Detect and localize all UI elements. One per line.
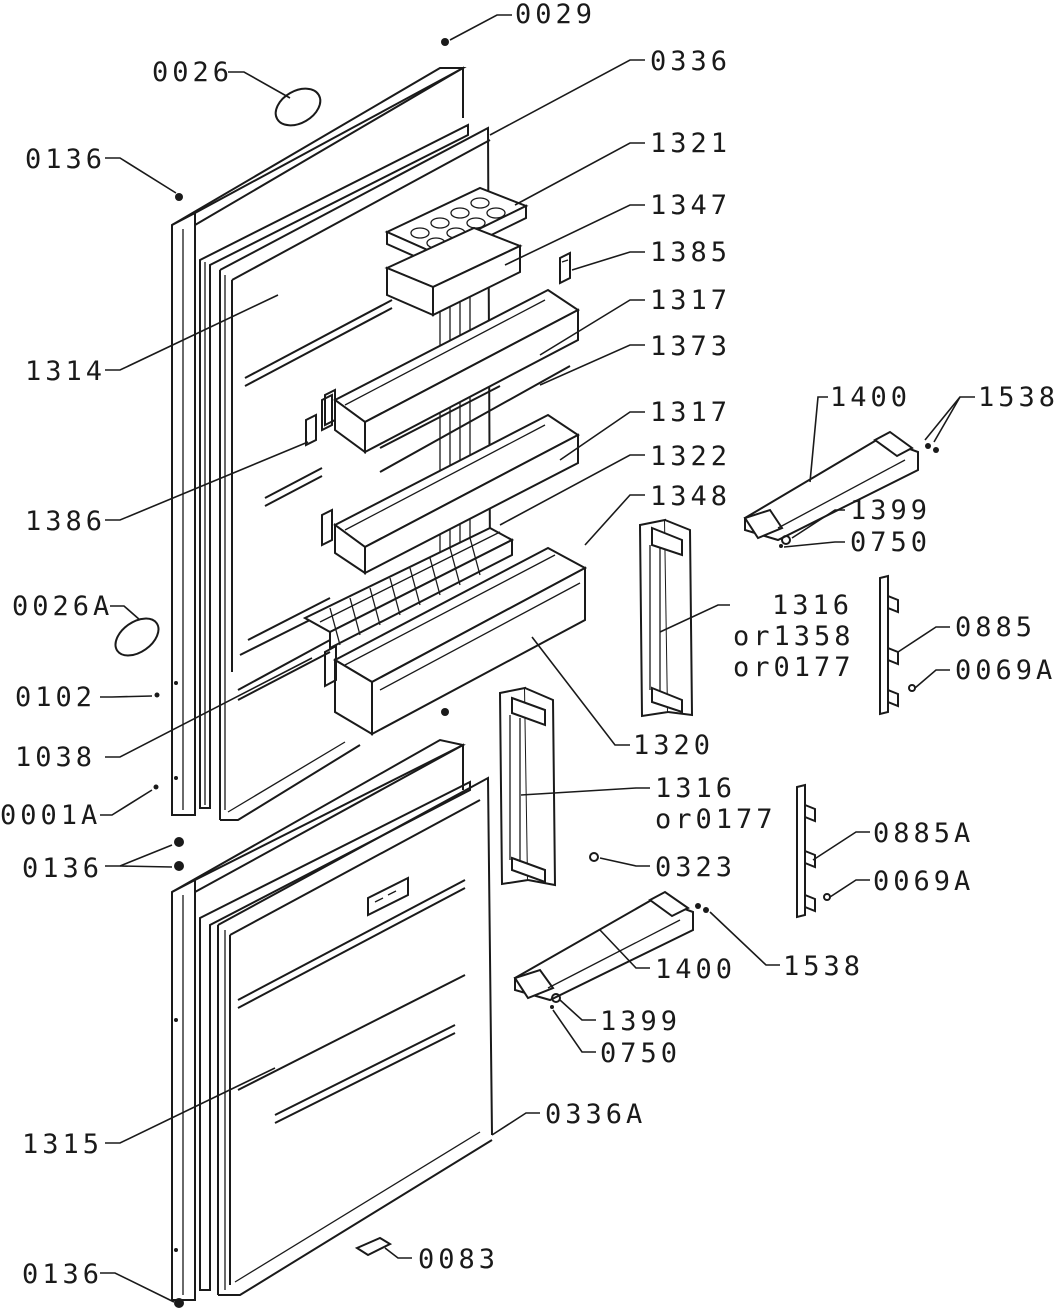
- label-1316-a-alt2: or0177: [733, 652, 855, 683]
- label-1400-b: 1400: [655, 954, 736, 985]
- butter-box: [384, 226, 523, 317]
- leader-lines: [100, 14, 975, 1303]
- label-1386: 1386: [25, 506, 106, 537]
- label-0026A: 0026A: [12, 591, 113, 622]
- label-0336: 0336: [650, 46, 731, 77]
- label-0069A-b: 0069A: [873, 866, 974, 897]
- label-1399-b: 1399: [600, 1006, 681, 1037]
- cover-cap-oval: [274, 87, 322, 127]
- label-1316-b: 1316: [655, 773, 736, 804]
- label-1317-a: 1317: [650, 285, 731, 316]
- label-0750-b: 0750: [600, 1038, 681, 1069]
- label-1373: 1373: [650, 331, 731, 362]
- label-1538-b: 1538: [783, 951, 864, 982]
- part-labels: 0029 0336 0026 0136 1321 1347 1385 1317 …: [0, 0, 1059, 1290]
- screw-0136-b-icon: [174, 861, 184, 871]
- label-1538-a: 1538: [978, 382, 1059, 413]
- label-1399-a: 1399: [850, 495, 931, 526]
- label-1348: 1348: [650, 481, 731, 512]
- bracket-0083: [354, 1236, 393, 1257]
- hinge-upper: [743, 430, 939, 548]
- bracket-0885A: [796, 783, 831, 919]
- label-1316-a-alt1: or1358: [733, 621, 855, 652]
- label-0136-top: 0136: [25, 144, 106, 175]
- bracket-0885: [879, 574, 916, 716]
- label-1321: 1321: [650, 128, 731, 159]
- label-1385: 1385: [650, 237, 731, 268]
- label-0323: 0323: [655, 852, 736, 883]
- screw-top-icon: [441, 38, 449, 46]
- label-0029: 0029: [515, 0, 596, 30]
- label-1322: 1322: [650, 441, 731, 472]
- label-1316-b-alt: or0177: [655, 804, 777, 835]
- handle-lower: [498, 686, 557, 887]
- handle-upper: [638, 518, 694, 718]
- label-1316-a: 1316: [772, 590, 853, 621]
- label-0069A-a: 0069A: [955, 655, 1056, 686]
- screw-middle-icon: [441, 708, 449, 716]
- label-0750-a: 0750: [850, 527, 931, 558]
- label-1314: 1314: [25, 356, 106, 387]
- label-0026: 0026: [152, 57, 233, 88]
- label-0885A: 0885A: [873, 818, 974, 849]
- lower-door: [171, 738, 493, 1301]
- plug-0323-icon: [589, 852, 599, 862]
- screw-0102-icon: [154, 692, 160, 698]
- screw-bottom-icon: [174, 1298, 184, 1308]
- label-0102: 0102: [15, 682, 96, 713]
- label-1400-a: 1400: [830, 382, 911, 413]
- hinge-lower: [513, 890, 709, 1009]
- door-shelf-lower: [321, 413, 580, 575]
- label-0001A: 0001A: [0, 800, 101, 831]
- label-1317-b: 1317: [650, 397, 731, 428]
- door-shelf-upper: [324, 288, 580, 454]
- label-1320: 1320: [633, 730, 714, 761]
- screw-upper-door-icon: [175, 193, 183, 201]
- label-0136-bot: 0136: [22, 1259, 103, 1290]
- screw-0136-a-icon: [174, 837, 184, 847]
- label-0336A: 0336A: [545, 1099, 646, 1130]
- door-bottle-shelf: [324, 546, 588, 736]
- cover-cap-oval-a: [114, 617, 160, 657]
- label-0136-mid: 0136: [22, 853, 103, 884]
- label-0083: 0083: [418, 1244, 499, 1275]
- screw-0001A-icon: [153, 784, 159, 790]
- bottle-shelf: [302, 526, 515, 650]
- label-1038: 1038: [15, 742, 96, 773]
- shelf-clip-left: [305, 393, 333, 447]
- label-1347: 1347: [650, 190, 731, 221]
- shelf-clip-right: [559, 251, 571, 285]
- label-0885: 0885: [955, 612, 1036, 643]
- label-1315: 1315: [22, 1129, 103, 1160]
